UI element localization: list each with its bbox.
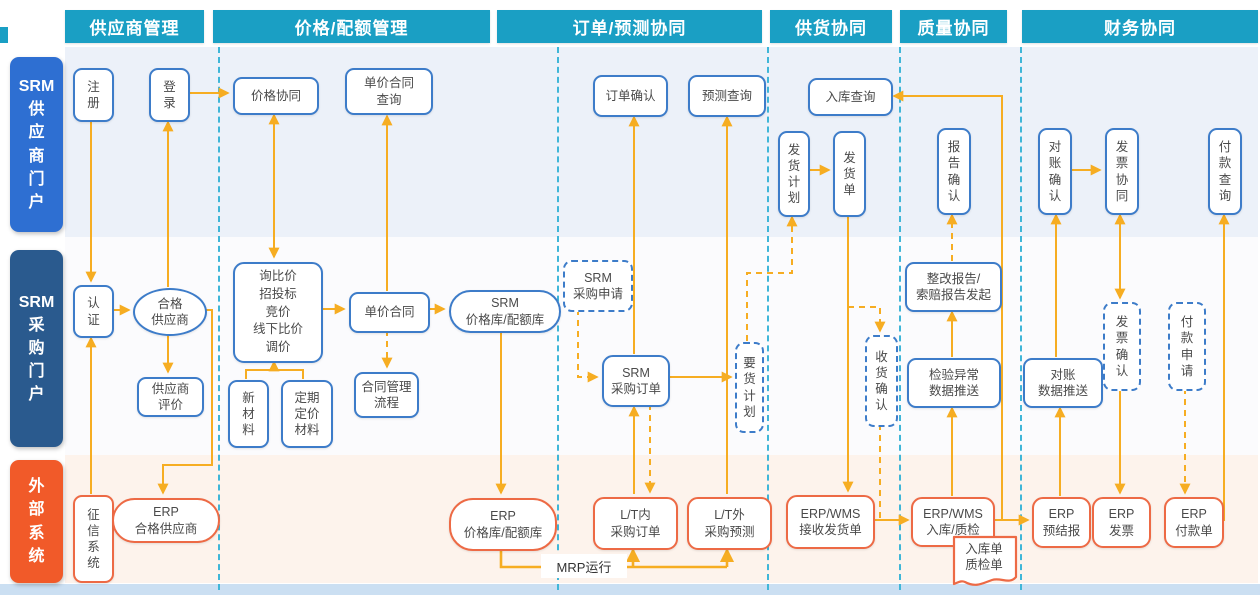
node-forecast-query: 预测查询 [688,75,766,117]
header-finance-collab: 财务协同 [1022,10,1258,43]
node-srm-purchase-order: SRM 采购订单 [602,355,670,407]
node-erp-qualified-supplier: ERP 合格供应商 [112,498,220,543]
node-unit-contract-query: 单价合同 查询 [345,68,433,115]
node-login: 登 录 [149,68,190,122]
node-auth: 认 证 [73,285,114,338]
node-ship-note: 发 货 单 [833,131,866,217]
header-supplier-mgmt: 供应商管理 [65,10,204,43]
node-register: 注 册 [73,68,114,122]
node-lt-out-forecast: L/T外 采购预测 [687,497,772,550]
node-recon-confirm: 对 账 确 认 [1038,128,1072,215]
node-order-confirm: 订单确认 [593,75,668,117]
node-invoice-confirm: 发 票 确 认 [1103,302,1141,391]
header-price-quota: 价格/配额管理 [213,10,490,43]
node-qualified-supplier: 合格 供应商 [133,288,207,336]
node-unit-contract: 单价合同 [349,292,430,333]
node-srm-price-lib: SRM 价格库/配额库 [449,290,561,333]
node-inspect-abnormal: 检验异常 数据推送 [907,358,1001,408]
node-contract-flow: 合同管理 流程 [354,372,419,418]
node-erp-wms-recv: ERP/WMS 接收发货单 [786,495,875,549]
header-supply-collab: 供货协同 [770,10,892,43]
inbound-doc-shape [952,535,1018,586]
node-inbound-doc-label: 入库单 质检单 [965,542,1003,573]
bottom-decor-strip [0,584,1260,595]
node-credit-system: 征 信 系 统 [73,495,114,583]
lane-separator-5 [1020,47,1022,590]
header-quality-collab: 质量协同 [900,10,1007,43]
node-erp-invoice: ERP 发票 [1092,497,1151,548]
lane-label-external-systems: 外 部 系 统 [10,460,63,583]
node-invoice-collab: 发 票 协 同 [1105,128,1139,215]
node-rectify-report: 整改报告/ 索赔报告发起 [905,262,1002,312]
node-erp-payment: ERP 付款单 [1164,497,1224,548]
node-delivery-req-plan: 要 货 计 划 [735,342,764,433]
node-sourcing: 询比价 招投标 竞价 线下比价 调价 [233,262,323,363]
node-report-confirm: 报 告 确 认 [937,128,971,215]
node-recon-push: 对账 数据推送 [1023,358,1103,408]
left-decor-sliver [0,27,8,43]
node-erp-presettle: ERP 预结报 [1032,497,1091,548]
lane-separator-4 [899,47,901,590]
lane-separator-1 [218,47,220,590]
header-order-forecast: 订单/预测协同 [497,10,762,43]
node-new-material: 新 材 料 [228,380,269,448]
node-price-collab: 价格协同 [233,77,319,115]
node-lt-in-po: L/T内 采购订单 [593,497,678,550]
node-inbound-query: 入库查询 [808,78,893,116]
node-srm-purchase-request: SRM 采购申请 [563,260,633,312]
node-ship-plan: 发 货 计 划 [778,131,810,217]
node-payment-query: 付 款 查 询 [1208,128,1242,215]
node-periodic-material: 定期 定价 材料 [281,380,333,448]
node-payment-apply: 付 款 申 请 [1168,302,1206,391]
lane-label-srm-supplier-portal: SRM 供 应 商 门 户 [10,57,63,232]
lane-label-srm-purchase-portal: SRM 采 购 门 户 [10,250,63,447]
node-receipt-confirm: 收 货 确 认 [865,335,898,427]
node-erp-price-lib: ERP 价格库/配额库 [449,498,557,551]
node-supplier-eval: 供应商 评价 [137,377,204,417]
document-icon [952,535,1018,586]
mrp-run-label: MRP运行 [541,554,627,578]
